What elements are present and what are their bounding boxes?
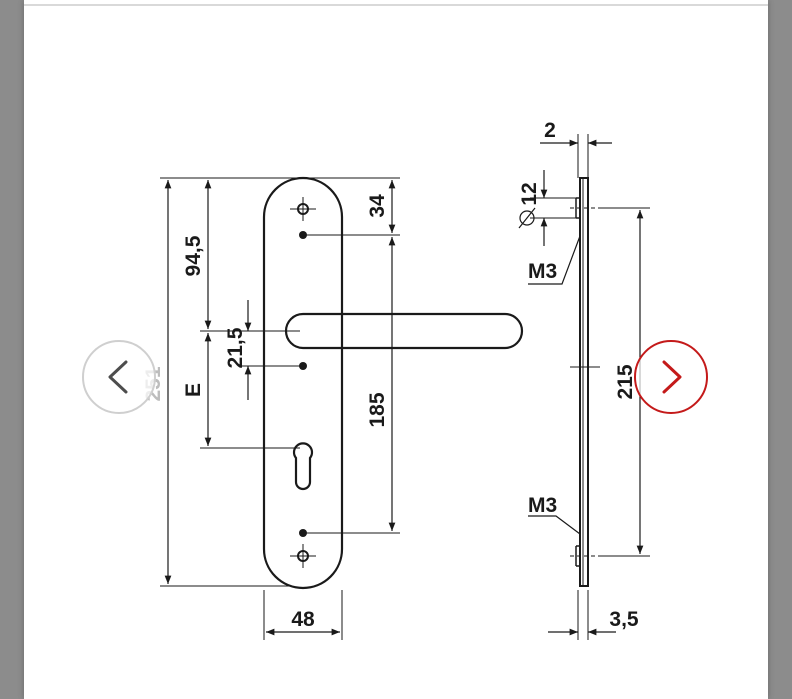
backplate-outline bbox=[262, 176, 344, 590]
dim-label-215: 215 bbox=[614, 364, 637, 399]
dim-label-m3-bottom: M3 bbox=[528, 494, 557, 517]
dim-label-2: 2 bbox=[544, 119, 556, 142]
dim-label-21-5: 21,5 bbox=[224, 327, 247, 368]
dim-label-3-5: 3,5 bbox=[609, 608, 639, 631]
previous-image-button[interactable] bbox=[82, 340, 156, 414]
top-divider bbox=[24, 4, 768, 6]
chevron-left-icon bbox=[108, 360, 128, 394]
keyhole bbox=[292, 442, 314, 491]
dim-label-e: E bbox=[182, 383, 205, 397]
chevron-right-icon bbox=[662, 360, 682, 394]
handle-lever bbox=[284, 312, 524, 350]
dim-label-48: 48 bbox=[291, 608, 315, 631]
dim-label-185: 185 bbox=[366, 392, 389, 427]
dim-label-94-5: 94,5 bbox=[182, 235, 205, 276]
next-image-button[interactable] bbox=[634, 340, 708, 414]
image-frame bbox=[24, 0, 768, 699]
m3-top-leader bbox=[528, 235, 581, 285]
dim-label-12: 12 bbox=[518, 182, 541, 205]
dim-label-34: 34 bbox=[366, 194, 389, 218]
m3-bottom-leader bbox=[528, 515, 581, 535]
dim-label-m3-top: M3 bbox=[528, 260, 557, 283]
side-view-plate bbox=[579, 177, 589, 587]
